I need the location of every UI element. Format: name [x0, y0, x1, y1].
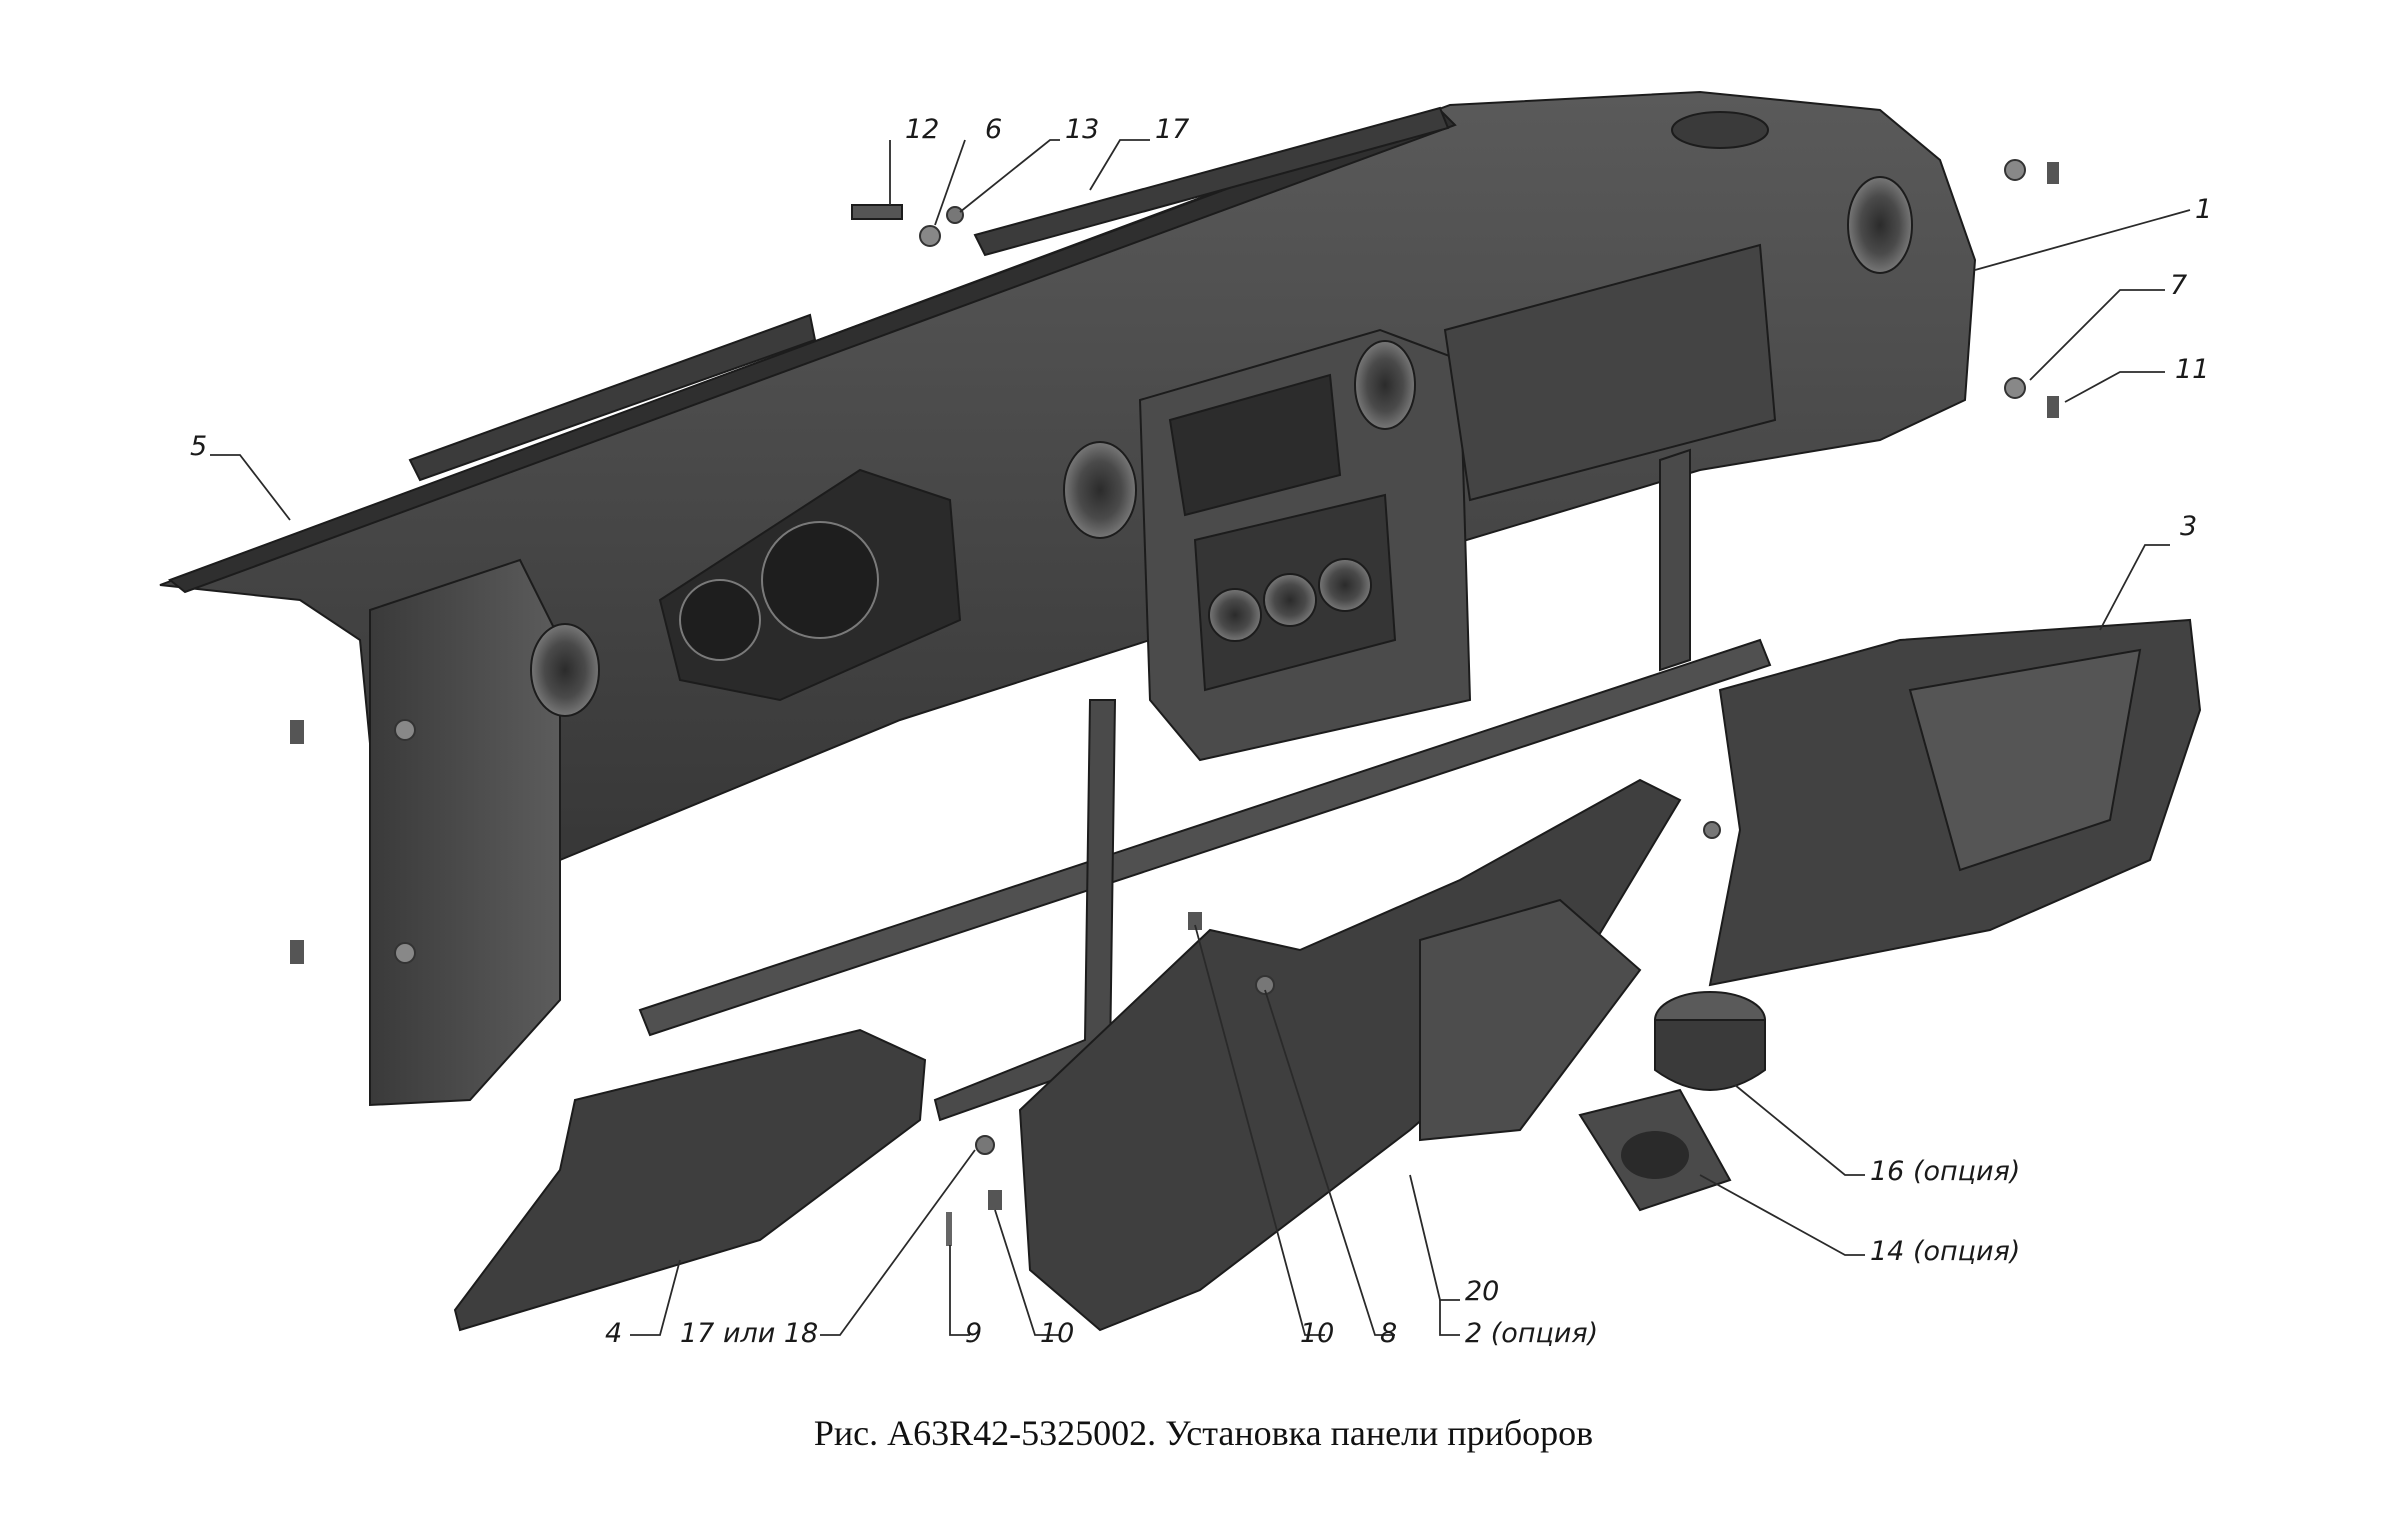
callout-14: 14 (опция) — [1870, 1236, 2020, 1267]
callout-labels: 1 2 (опция) 3 4 5 6 7 8 9 10 10 11 12 13… — [190, 114, 2212, 1349]
callout-9: 9 — [965, 1318, 982, 1349]
callout-16: 16 (опция) — [1870, 1156, 2020, 1187]
callout-2-option: 2 (опция) — [1465, 1318, 1598, 1349]
instrument-panel — [159, 90, 1977, 1122]
callout-6: 6 — [985, 114, 1002, 145]
leader-lines — [210, 139, 2191, 1336]
callout-1: 1 — [2195, 194, 2212, 225]
fasteners — [290, 159, 2059, 1246]
cup-holder-bezel — [1578, 1088, 1732, 1212]
figure-caption: Рис. А63R42-5325002. Установка панели пр… — [813, 1413, 1594, 1453]
lower-left-panel — [453, 1028, 927, 1332]
callout-10-left: 10 — [1040, 1318, 1074, 1349]
callout-17-or-18: 17 или 18 — [680, 1318, 818, 1349]
callout-3: 3 — [2180, 511, 2197, 542]
callout-13: 13 — [1065, 114, 1099, 145]
callout-20: 20 — [1465, 1276, 1499, 1307]
cup-holder — [1654, 991, 1766, 1091]
callout-17: 17 — [1155, 114, 1189, 145]
callout-12: 12 — [905, 114, 939, 145]
callout-4: 4 — [605, 1318, 622, 1349]
lower-center-panel — [1018, 778, 1682, 1332]
callout-8: 8 — [1380, 1318, 1397, 1349]
callout-11: 11 — [2175, 354, 2209, 385]
glovebox — [1708, 618, 2202, 987]
callout-10-right: 10 — [1300, 1318, 1334, 1349]
callout-5: 5 — [190, 431, 207, 462]
callout-7: 7 — [2170, 270, 2187, 301]
